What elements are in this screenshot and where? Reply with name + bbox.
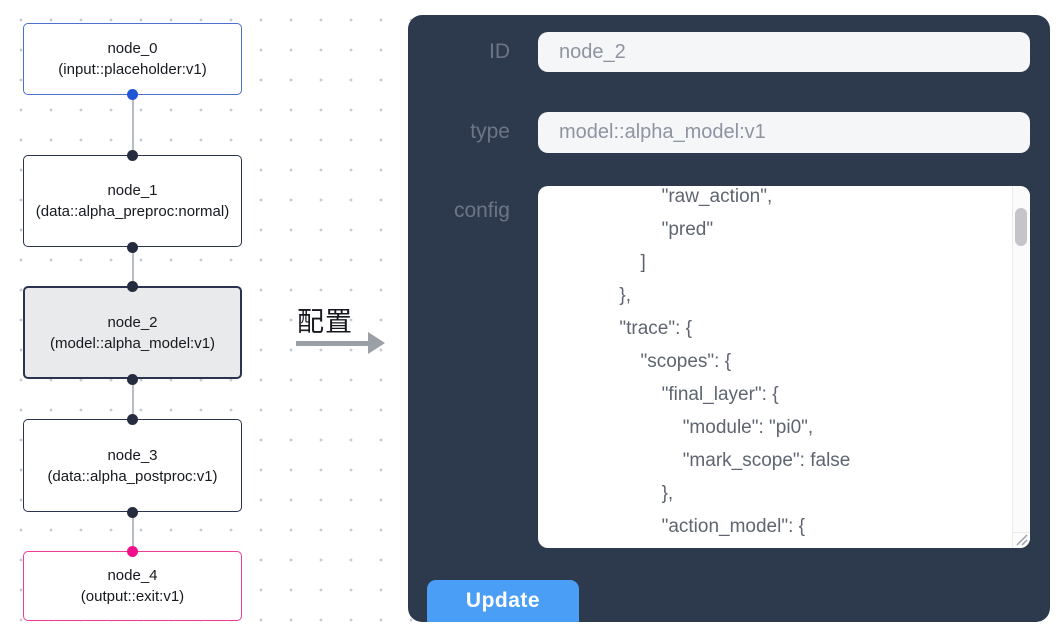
id-input[interactable]: [538, 32, 1030, 72]
node-name: node_4: [107, 567, 158, 584]
edge-node0-node1: [131, 94, 134, 155]
node-node_4[interactable]: node_4 (output::exit:v1): [23, 551, 242, 621]
node-name: node_3: [107, 446, 158, 464]
type-input[interactable]: [538, 112, 1030, 153]
port-in-node_4[interactable]: [127, 546, 138, 557]
node-name: node_0: [107, 40, 158, 57]
scrollbar-corner: [1012, 532, 1030, 548]
node-node_2-selected[interactable]: node_2 (model::alpha_model:v1): [23, 286, 242, 379]
node-type: (data::alpha_preproc:normal): [35, 203, 230, 220]
scrollbar-track[interactable]: [1012, 186, 1030, 532]
port-in-node_2[interactable]: [127, 280, 138, 292]
port-out-node_3[interactable]: [127, 506, 138, 518]
port-in-node_1[interactable]: [127, 149, 138, 161]
node-node_3[interactable]: node_3 (data::alpha_postproc:v1): [23, 419, 242, 512]
edge-node2-node3: [131, 379, 134, 419]
right-arrow-icon: [296, 341, 370, 346]
node-name: node_1: [107, 182, 158, 199]
config-field-label: config: [453, 199, 510, 222]
scrollbar-thumb[interactable]: [1015, 208, 1027, 246]
node-type: (model::alpha_model:v1): [49, 334, 216, 352]
node-node_0[interactable]: node_0 (input::placeholder:v1): [23, 23, 242, 95]
node-type: (data::alpha_postproc:v1): [47, 467, 218, 485]
config-text: "raw_action", "pred" ] }, "trace": { "sc…: [619, 186, 851, 537]
node-type: (output::exit:v1): [80, 588, 185, 605]
node-node_1[interactable]: node_1 (data::alpha_preproc:normal): [23, 155, 242, 247]
type-field-label: type: [470, 120, 510, 143]
port-out-node_2[interactable]: [127, 373, 138, 385]
node-type: (input::placeholder:v1): [58, 61, 207, 78]
edge-node3-node4: [131, 512, 134, 551]
config-panel: ID type config "raw_action", "pred" ] },…: [408, 15, 1050, 622]
right-arrow-head-icon: [368, 332, 385, 354]
port-in-node_3[interactable]: [127, 413, 138, 425]
port-out-node_0[interactable]: [127, 89, 138, 100]
config-textarea[interactable]: "raw_action", "pred" ] }, "trace": { "sc…: [538, 186, 1030, 548]
node-name: node_2: [107, 313, 158, 331]
transition-label: 配置: [297, 307, 353, 337]
port-out-node_1[interactable]: [127, 241, 138, 253]
id-field-label: ID: [489, 40, 510, 63]
resize-handle-icon[interactable]: [1015, 533, 1028, 546]
update-button[interactable]: Update: [427, 580, 579, 622]
edge-node1-node2: [131, 247, 134, 286]
